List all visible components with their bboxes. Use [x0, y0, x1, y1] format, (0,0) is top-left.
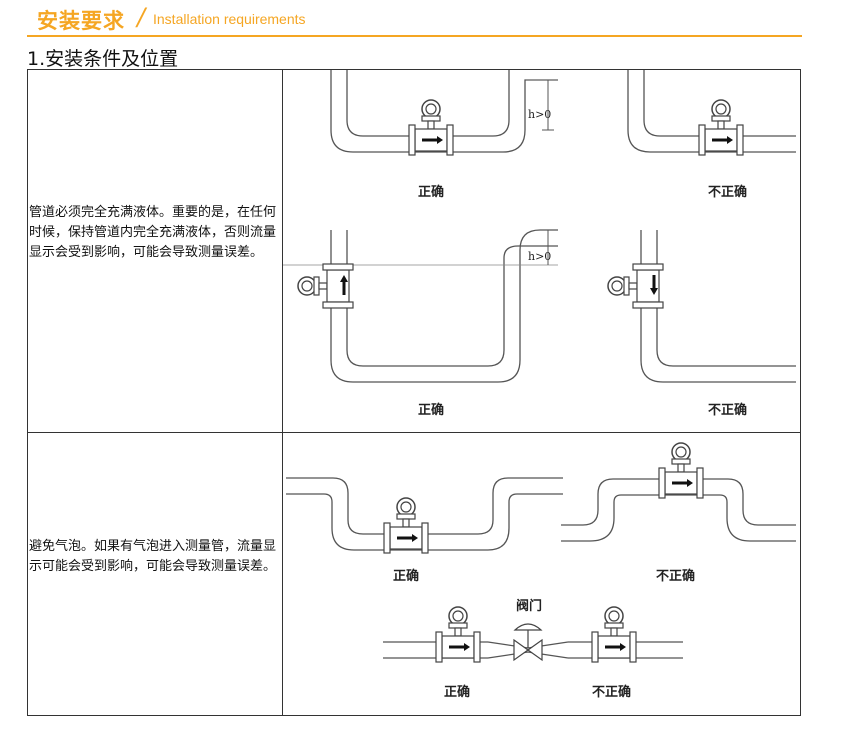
label-r2-bottom-left: 正确	[444, 684, 470, 700]
requirements-table: 管道必须完全充满液体。重要的是，在任何时候，保持管道内完全充满液体，否则流量显示…	[27, 69, 801, 716]
row2-description: 避免气泡。如果有气泡进入测量管，流量显示可能会受到影响，可能会导致测量误差。	[29, 539, 277, 574]
section-title: 1.安装条件及位置	[27, 48, 179, 70]
valve-icon	[513, 623, 543, 662]
diagram-r1-bottom-right	[640, 230, 796, 383]
label-r2-top-right: 不正确	[656, 568, 695, 584]
installation-diagrams: h>0 正确 不正确 h>0 正确	[283, 70, 796, 700]
table-column-divider	[282, 70, 283, 715]
label-r2-top-left: 正确	[393, 568, 419, 584]
header-title: 安装要求	[37, 9, 125, 33]
label-r1-top-right: 不正确	[708, 184, 747, 200]
table-row-divider	[28, 432, 800, 433]
section-header: 安装要求 / Installation requirements	[27, 3, 802, 37]
header-subtitle: Installation requirements	[153, 11, 306, 27]
header-slash: /	[137, 3, 146, 31]
height-label-1: h>0	[528, 108, 551, 121]
header-divider	[27, 35, 802, 37]
label-r2-bottom-right: 不正确	[592, 684, 631, 700]
row1-description: 管道必须完全充满液体。重要的是，在任何时候，保持管道内完全充满液体，否则流量显示…	[29, 205, 277, 260]
label-r1-bottom-left: 正确	[418, 402, 444, 418]
label-r1-bottom-right: 不正确	[708, 402, 747, 418]
height-label-2: h>0	[528, 250, 551, 263]
up-arrow-icon	[340, 275, 348, 295]
label-valve: 阀门	[516, 598, 542, 614]
diagram-r1-top-right	[627, 70, 796, 153]
height-marker-1	[542, 80, 554, 131]
down-arrow-icon	[650, 275, 658, 295]
label-r1-top-left: 正确	[418, 184, 444, 200]
